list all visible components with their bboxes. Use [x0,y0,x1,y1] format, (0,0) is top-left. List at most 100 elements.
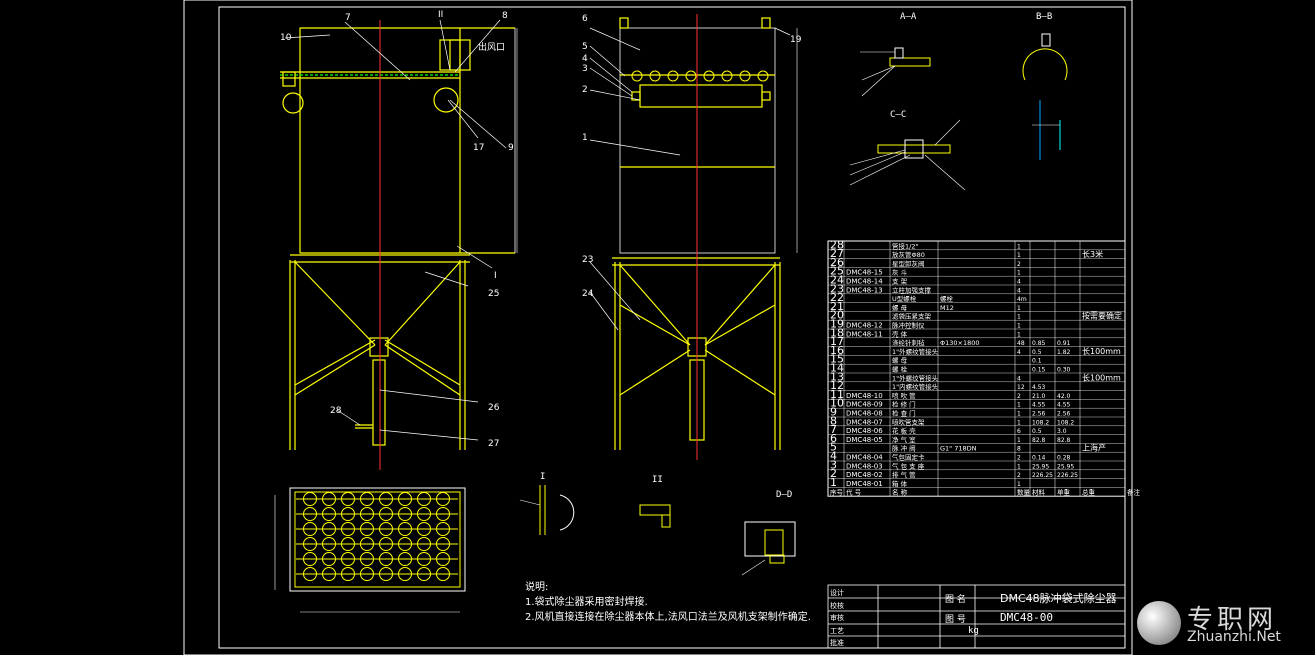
bom-cell: 17 [830,335,844,348]
filter-bag-circle [436,507,450,521]
bom-header-cell: 序号 [830,488,844,497]
bom-cell: 0.1 [1032,358,1042,365]
bom-cell: 8 [1017,446,1021,453]
part-balloon: II [438,10,443,20]
bom-cell: 108.2 [1057,419,1074,426]
filter-bag-circle [322,507,336,521]
bom-cell: 4 [1017,279,1021,286]
filter-bag-circle [303,522,317,536]
part-balloon: 3 [582,64,588,74]
bom-cell: 1 [1017,270,1021,277]
filter-bag-circle [436,552,450,566]
bom-cell: 2 [1017,261,1021,268]
bom-cell: 7 [830,423,837,436]
bom-cell: 82.8 [1032,437,1046,444]
bom-cell: 1 [830,476,837,489]
section-aa [860,47,931,97]
bom-cell: 1 [1017,481,1021,488]
filter-bag-circle [360,567,374,581]
bom-cell: 21.0 [1032,393,1046,400]
inner-frame [218,6,1126,649]
bom-header-cell: 材料 [1032,488,1046,497]
bom-cell: 22 [830,291,844,304]
bom-cell: DMC48-06 [846,427,883,435]
bom-cell: 23 [830,282,844,295]
bom-cell: 6 [830,432,837,445]
section-cc [849,119,966,191]
bom-cell: 2 [830,467,837,480]
bom-cell: 1"外螺纹管接头 [892,347,939,356]
side-view [612,17,781,450]
filter-bag-circle [379,492,393,506]
bom-cell: DMC48-11 [846,330,883,338]
bom-cell: 喷 吹 管 [892,391,916,400]
bom-cell: 喷吹管支架 [892,417,925,426]
bom-cell: 管接1/2" [892,241,918,250]
part-balloon: 2 [582,85,588,95]
filter-bag-circle [417,522,431,536]
bom-cell: 4.53 [1032,384,1046,391]
bom-cell: DMC48-07 [846,418,883,426]
part-balloon: I [494,271,497,281]
bom-cell: DMC48-08 [846,410,883,418]
filter-bag-circle [322,522,336,536]
bom-cell: 箱 体 [892,479,908,488]
watermark-cn: 专职网 [1187,605,1278,635]
title-block [827,584,1126,649]
bom-cell: 排 气 管 [892,470,916,479]
bom-frame [827,240,1126,497]
bom-cell: 脉 冲 阀 [892,444,916,453]
part-balloon: 7 [345,13,351,23]
filter-bag-circle [379,522,393,536]
filter-bag-circle [436,492,450,506]
bom-cell: 上海产 [1082,443,1106,453]
bom-cell: 21 [830,300,844,313]
bom-header-cell: 名 称 [892,488,908,497]
bom-cell: 1 [1017,314,1021,321]
filter-bag-circle [341,507,355,521]
bom-cell: 12 [1017,384,1025,391]
filter-bag-circle [322,537,336,551]
bom-cell: 108.2 [1032,419,1049,426]
bom-cell: 24 [830,274,844,287]
bom-cell: DMC48-04 [846,454,883,462]
filter-bag-circle [360,492,374,506]
bom-cell: 5 [830,441,837,454]
bom-cell: 脉冲控制仪 [892,321,925,330]
bom-cell: 1"内螺纹管接头 [892,382,939,391]
bom-cell: 4 [1017,287,1021,294]
bom-cell: 检 查 门 [892,409,916,418]
bom-cell: 花 板 壳 [892,426,916,435]
part-balloon: 27 [488,439,499,449]
bom-cell: 20 [830,309,844,322]
bom-cell: 3 [830,458,837,471]
part-balloon: 17 [473,143,484,153]
bom-cell: DMC48-03 [846,462,883,470]
bom-cell: 18 [830,326,844,339]
bom-cell: 26 [830,256,844,269]
detail-i [519,485,575,535]
filter-bag-circle [379,567,393,581]
bom-header-cell: 备注 [1127,488,1141,497]
bom-cell: 11 [830,388,844,401]
bom-cell: 1 [1017,411,1021,418]
bom-cell: 4.55 [1032,402,1046,409]
detail-ii [639,504,671,528]
bom-cell: DMC48-01 [846,480,883,488]
filter-bag-circle [398,522,412,536]
bom-cell: 4 [830,450,837,463]
filter-bag-circle [303,552,317,566]
section-bb [1022,33,1068,160]
bom-cell: M12 [940,304,954,312]
bom-cell: 0.91 [1057,340,1071,347]
part-balloon: 5 [582,42,588,52]
bom-cell: 28 [830,238,844,251]
bom-cell: 1 [1017,323,1021,330]
bom-cell: 1 [1017,252,1021,259]
filter-bag-circle [436,537,450,551]
side-valves [631,70,769,82]
bom-header-cell: 代 号 [846,488,862,497]
part-balloon: 8 [502,11,508,21]
bom-cell: 支 架 [892,277,908,286]
bom-cell: 2 [1017,472,1021,479]
